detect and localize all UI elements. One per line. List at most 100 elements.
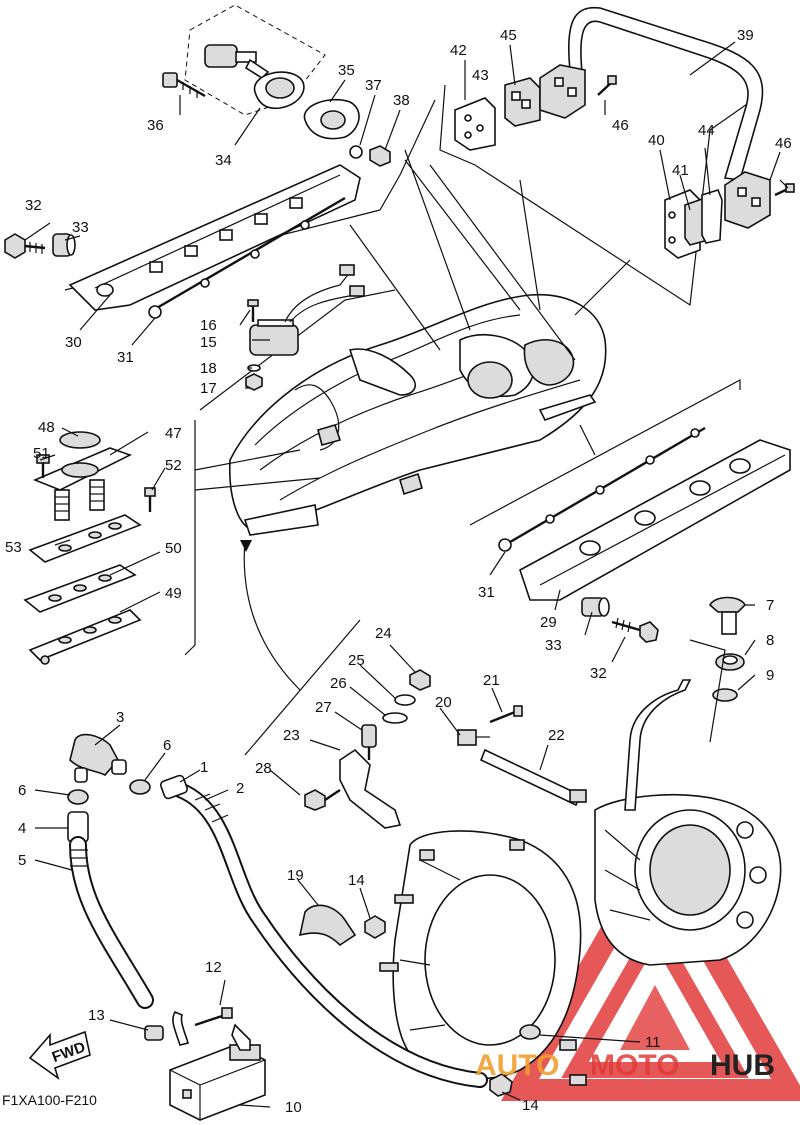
bracket-45-43 [454,77,541,151]
label-51: 51 [33,445,50,462]
intermediate-housing [379,830,587,1086]
leader-lines [24,41,789,1108]
label-50: 50 [165,540,182,557]
label-9: 9 [766,667,774,684]
label-45: 45 [500,27,517,44]
bolt-32-left [4,233,46,259]
label-30: 30 [65,334,82,351]
plate-50 [23,564,137,613]
screw-46-upper [597,75,617,96]
clip-19 [298,904,357,947]
label-32a: 32 [25,197,42,214]
clamp-6-left [67,789,89,805]
control-unit-10 [169,1023,266,1121]
rivet-52 [144,487,156,512]
relay-15 [249,264,365,356]
label-52: 52 [165,457,182,474]
label-37: 37 [365,77,382,94]
springs-53 [54,479,105,521]
label-42: 42 [450,42,467,59]
bracket-rail-upper [64,99,436,291]
clamp-11 [519,1024,541,1040]
label-19: 19 [287,867,304,884]
nut-24 [409,669,431,691]
clamp-13 [144,1025,164,1041]
label-47: 47 [165,425,182,442]
label-6a: 6 [18,782,26,799]
nut-14-upper [364,915,386,939]
clamp-6-right [129,779,151,795]
plate-53 [28,514,142,563]
label-40: 40 [648,132,665,149]
screw-46-lower [774,183,795,197]
label-12: 12 [205,959,222,976]
label-34: 34 [215,152,232,169]
bracket-23-28 [244,619,361,756]
cleat-47 [32,447,133,491]
label-13: 13 [88,1007,105,1024]
label-10: 10 [285,1099,302,1116]
watermark-text: AUTO MOTO HUB [475,1049,775,1082]
bolt-28 [304,789,341,811]
label-33b: 33 [545,637,562,654]
cap-48 [59,431,101,449]
label-36: 36 [147,117,164,134]
label-1: 1 [200,759,208,776]
arrow-head-hull [240,540,252,552]
label-16: 16 [200,317,217,334]
bolt-32-right [611,617,659,643]
tie-band-22 [479,748,587,807]
lock-flange [253,71,305,110]
pump-pipe [624,679,692,811]
pump-housing [594,794,782,966]
part-labels: 1 2 3 4 5 6 6 7 8 9 10 11 12 13 14 14 15… [5,27,792,1116]
label-25: 25 [348,652,365,669]
label-33a: 33 [72,219,89,236]
bracket-top-right [439,84,761,307]
diagram-code: F1XA100-F210 [2,1092,97,1108]
rub-rail-left [68,164,361,319]
clip-20 [457,729,490,746]
washer-26 [382,712,408,724]
hose-4-5 [67,811,154,1009]
bracket-left-group [184,420,196,656]
label-44: 44 [698,122,715,139]
label-22: 22 [548,727,565,744]
watermark-logo [500,832,800,1101]
nut-38 [369,145,391,167]
ring-8 [715,653,745,671]
label-11: 11 [645,1034,661,1051]
label-2: 2 [236,780,244,797]
label-53: 53 [5,539,22,556]
plug-7 [709,596,746,635]
screw-16 [247,299,259,322]
leader-hull-lines [194,149,631,691]
hose-frame-7 [689,639,726,743]
label-4: 4 [18,820,26,837]
label-35: 35 [338,62,355,79]
label-32b: 32 [590,665,607,682]
clamp-9 [712,688,738,702]
pad-44 [701,189,723,244]
label-46a: 46 [612,117,629,134]
collar-33-right [581,597,610,617]
label-43: 43 [472,67,489,84]
screw-36 [162,72,206,98]
label-48: 48 [38,419,55,436]
label-27: 27 [315,699,332,716]
label-18: 18 [200,360,217,377]
label-8: 8 [766,632,774,649]
label-38: 38 [393,92,410,109]
label-49: 49 [165,585,182,602]
lock-plate [303,98,360,140]
label-41: 41 [672,162,689,179]
label-31a: 31 [117,349,134,366]
watermark-moto: MOTO [590,1049,679,1082]
rivet-21 [489,705,523,724]
watermark-hub: HUB [710,1049,775,1082]
hose-2 [172,782,488,1088]
label-23: 23 [283,727,300,744]
collar-33-left [52,233,76,257]
label-17: 17 [200,380,217,397]
